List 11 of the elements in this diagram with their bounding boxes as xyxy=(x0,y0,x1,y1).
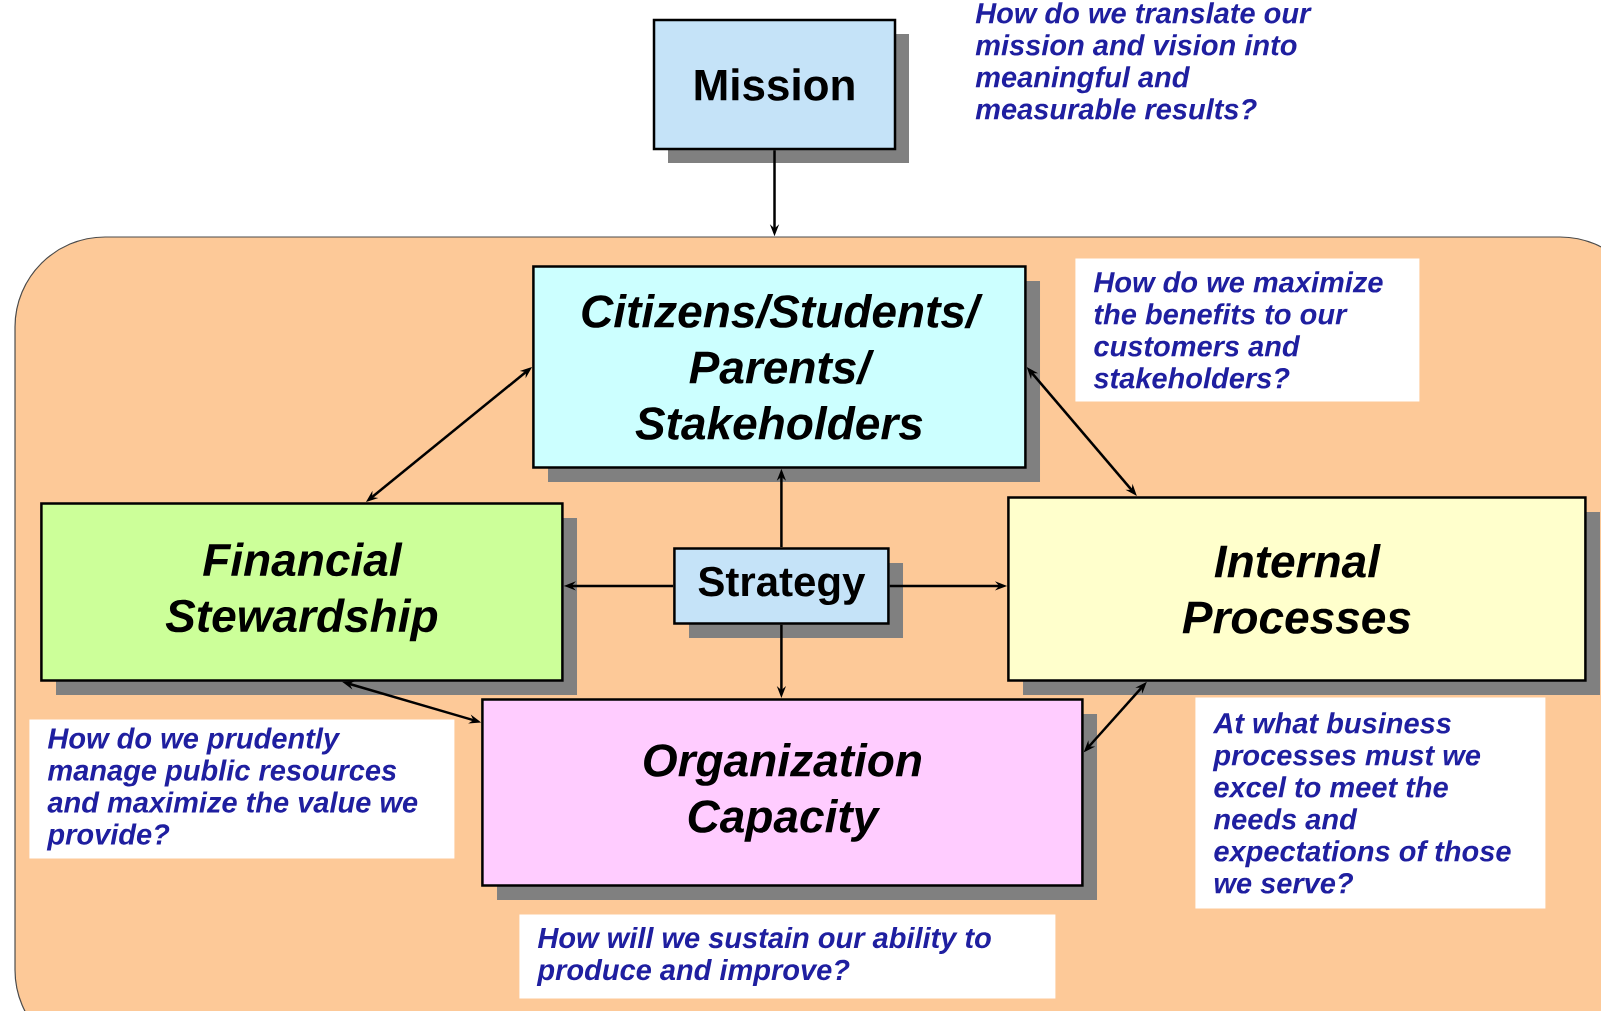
strategy-box: Strategy xyxy=(673,547,903,638)
question-box: How do we maximize the benefits to our customers and stakeholders? xyxy=(1075,258,1420,402)
mission-box: Mission xyxy=(652,18,909,163)
question-box: How will we sustain our ability to produce and improve? xyxy=(519,914,1056,999)
perspective-box: Internal Processes xyxy=(1007,496,1600,695)
perspective-box: Financial Stewardship xyxy=(40,502,577,695)
question-box: How do we prudently manage public resources and maximize the value we provide? xyxy=(29,719,455,859)
question-box: At what business processes must we excel to meet the needs and expectations of those we serve? xyxy=(1195,697,1546,909)
question-text: How do we translate our mission and vision into meaningful and measurable results? xyxy=(975,2,1312,120)
perspective-box: Citizens/Students/ Parents/ Stakeholders xyxy=(532,265,1040,482)
perspective-box: Organization Capacity xyxy=(481,698,1097,900)
